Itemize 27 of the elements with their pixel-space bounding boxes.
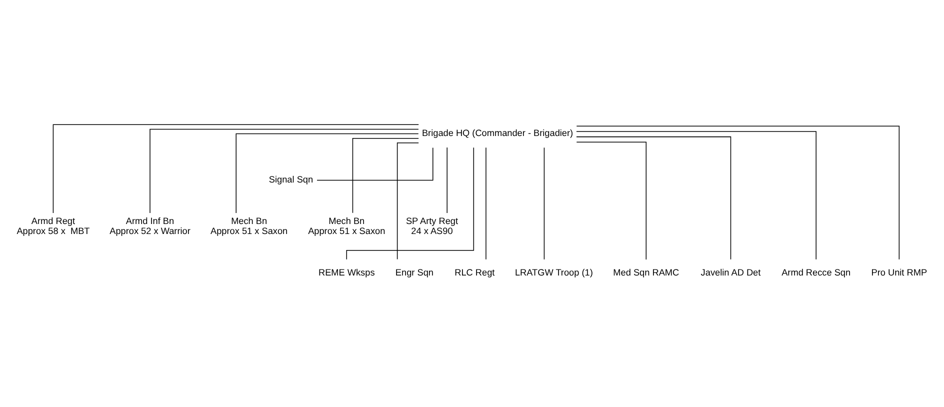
connector [576,136,732,260]
node-text: RLC Regt [454,268,495,278]
node-text: Pro Unit RMP [871,268,928,278]
node-text: SP Arty Regt 24 x AS90 [406,216,458,236]
node-text: Signal Sqn [268,174,314,185]
node-text: Med Sqn RAMC [613,268,680,278]
node-text: Mech Bn Approx 51 x Saxon [308,216,386,236]
connector [316,147,434,181]
node-text: Mech Bn Approx 51 x Saxon [210,216,288,236]
connector [446,147,448,214]
connector [150,128,419,214]
node-text: Brigade HQ (Commander - Brigadier) [422,128,574,138]
connector [352,138,419,214]
connector [576,142,647,260]
connector [396,142,419,260]
node-text: Armd Recce Sqn [782,268,851,278]
node-text: Engr Sqn [395,268,434,278]
connector [236,133,419,214]
node-text: REME Wksps [318,268,375,278]
node-text: Armd Regt Approx 58 x MBT [16,216,90,236]
connector [544,147,545,260]
connector [576,126,900,260]
node-text: LRATGW Troop (1) [514,268,593,278]
node-text: Armd Inf Bn Approx 52 x Warrior [110,216,190,236]
connector [52,124,419,214]
node-text: Javelin AD Det [700,268,761,278]
connector [576,131,816,260]
